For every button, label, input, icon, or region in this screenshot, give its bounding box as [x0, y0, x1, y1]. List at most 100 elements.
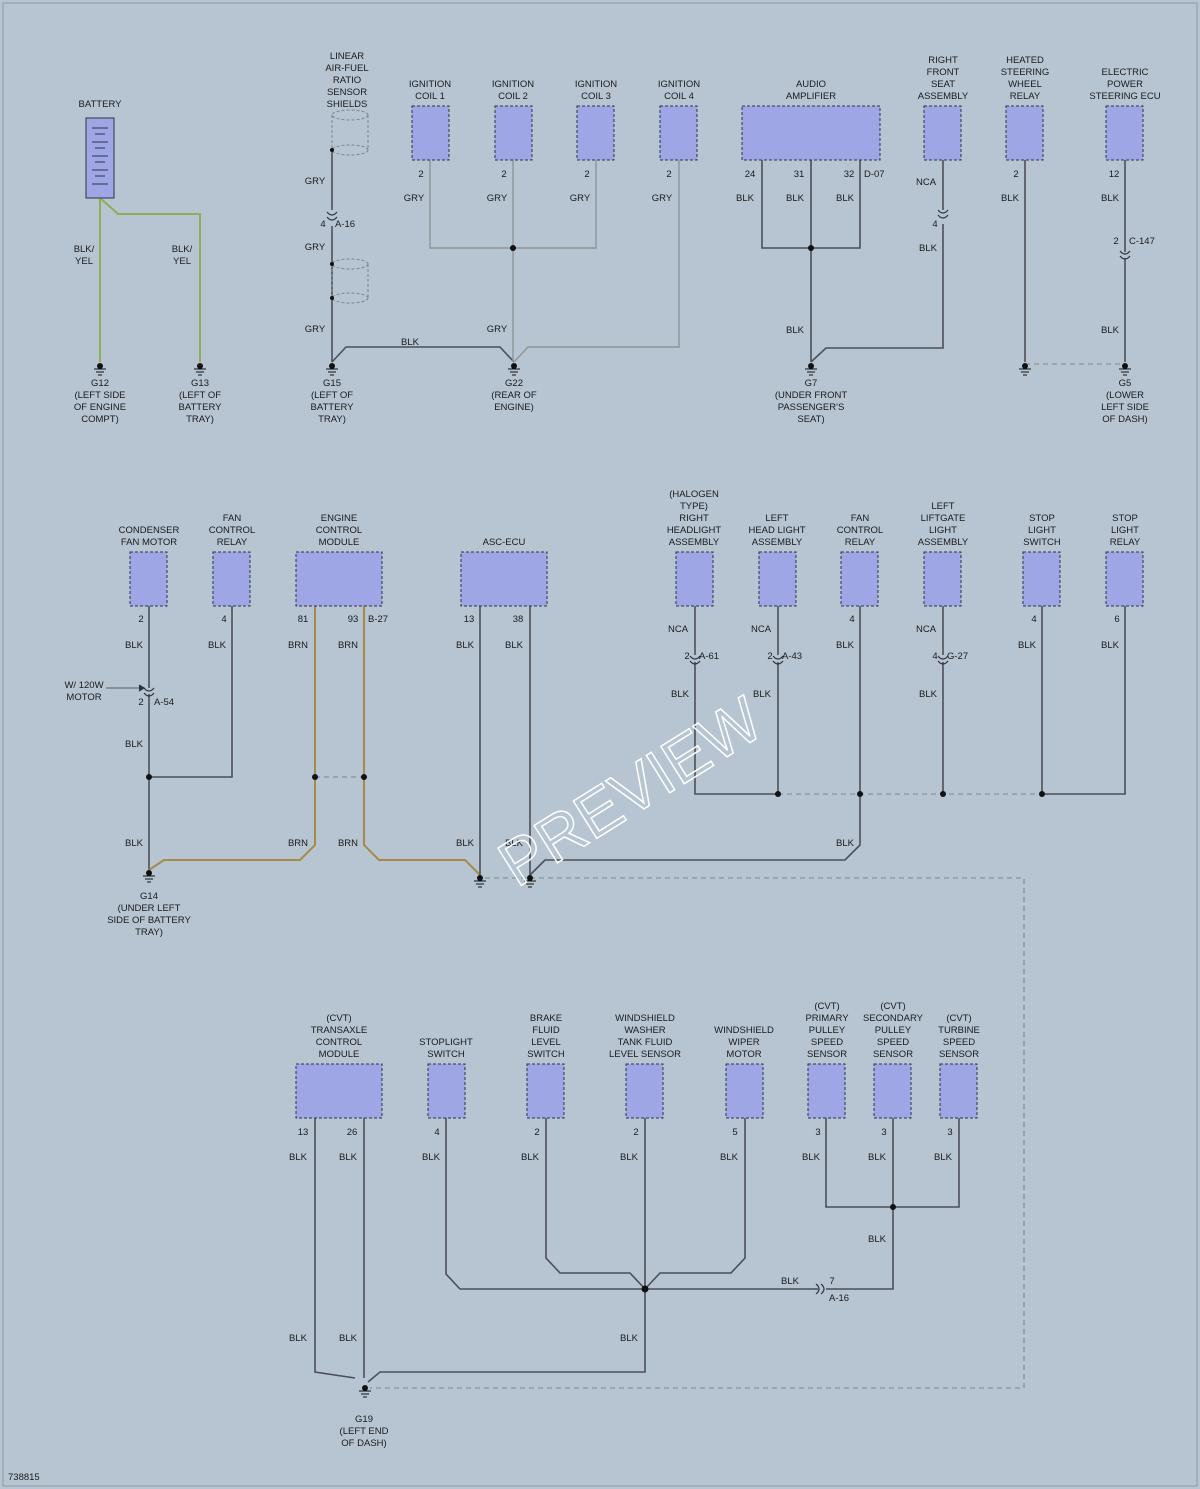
wire-color-r2-10: BLK — [1018, 640, 1037, 651]
turbine-speed-label-line: TURBINE — [938, 1025, 980, 1036]
blk-yel-left-label: BLK/YEL — [74, 244, 95, 267]
battery-symbol — [85, 117, 115, 199]
wire-color-r3-0: BLK — [289, 1152, 308, 1163]
pin-a16-7-label: 7 — [829, 1276, 834, 1287]
connector-g27-label: G-27 — [947, 651, 968, 662]
turbine-speed-label-line: (CVT) — [946, 1013, 971, 1024]
turbine-speed-label-line: SENSOR — [939, 1049, 979, 1060]
wire-color-r2-11: BLK — [1101, 640, 1120, 651]
wire-color-r1-9: BLK — [736, 193, 755, 204]
fan-control-relay-1-label-line: CONTROL — [209, 525, 255, 536]
eps-ecu-label-line: STEERING ECU — [1089, 91, 1160, 102]
battery-label-line: BATTERY — [79, 99, 123, 110]
pin-label-r1-6: 32 — [844, 169, 855, 180]
wire-color-r2-5: BLK — [505, 640, 524, 651]
linear-air-fuel-label-line: LINEAR — [330, 51, 364, 62]
heated-steering-relay-label-line: STEERING — [1001, 67, 1050, 78]
sensor-shield-top — [331, 109, 369, 156]
ground-g5-label-line: G5 — [1119, 378, 1132, 389]
wire-color-r2-14: BLK — [919, 689, 938, 700]
ground-g22-label-line: (REAR OF — [491, 390, 537, 401]
ignition-coil-2-box — [494, 105, 533, 161]
wire-color-r3-11: BLK — [289, 1333, 308, 1344]
transaxle-control-module-label-line: (CVT) — [326, 1013, 351, 1024]
wire-color-r1-13: NCA — [916, 177, 937, 188]
fan-control-relay-2-label-line: RELAY — [845, 537, 876, 548]
pin-label-r1-0: 2 — [418, 169, 423, 180]
stop-light-switch-box — [1022, 551, 1061, 607]
linear-air-fuel-label-line: SHIELDS — [327, 99, 368, 110]
pin-eps-2-label: 2 — [1113, 236, 1118, 247]
condenser-fan-motor-label-line: CONDENSER — [119, 525, 180, 536]
wire-color-r1-12: BLK — [786, 325, 805, 336]
wiper-motor-label-line: WIPER — [728, 1037, 759, 1048]
connector-c147-label: C-147 — [1129, 236, 1155, 247]
heated-steering-relay-label-line: HEATED — [1006, 55, 1044, 66]
ground-g7-label-line: SEAT) — [797, 414, 824, 425]
pin-label-r1-8: 12 — [1109, 169, 1120, 180]
wire-color-r2-18: BRN — [338, 838, 358, 849]
pin-a61-2-label: 2 — [684, 651, 689, 662]
linear-air-fuel-label-line: AIR-FUEL — [325, 63, 368, 74]
ground-g19-label-line: G19 — [355, 1414, 373, 1425]
wire-color-r2-13: BLK — [753, 689, 772, 700]
wire-color-r1-8: BLK — [401, 337, 420, 348]
right-headlight-label-line: RIGHT — [679, 513, 709, 524]
wiper-motor-label-line: MOTOR — [726, 1049, 761, 1060]
wire-color-r3-7: BLK — [868, 1152, 887, 1163]
connector-symbols — [106, 209, 1131, 1295]
wire-color-r2-2: BRN — [288, 640, 308, 651]
wiper-motor-label-line: WINDSHIELD — [714, 1025, 774, 1036]
wires-row2 — [148, 606, 1126, 1389]
wire-color-r3-8: BLK — [934, 1152, 953, 1163]
pin-label-r1-3: 2 — [666, 169, 671, 180]
ground-g5-label-line: (LOWER — [1106, 390, 1144, 401]
heated-steering-relay-box — [1005, 105, 1044, 161]
right-headlight-label-line: ASSEMBLY — [669, 537, 720, 548]
w120-motor-note-line: MOTOR — [66, 692, 101, 703]
ignition-coil-3-label-line: IGNITION — [575, 79, 617, 90]
right-front-seat-label-line: ASSEMBLY — [918, 91, 969, 102]
washer-tank-sensor-label-line: LEVEL SENSOR — [609, 1049, 681, 1060]
wiper-motor-box — [725, 1063, 764, 1119]
asc-ecu-label: ASC-ECU — [483, 537, 526, 548]
primary-pulley-label-line: SPEED — [811, 1037, 843, 1048]
right-headlight-label-line: (HALOGEN — [669, 489, 719, 500]
left-liftgate-label-line: LEFT — [931, 501, 954, 512]
blk-yel-left-label-line: YEL — [75, 256, 93, 267]
ground-g22-label-line: ENGINE) — [494, 402, 534, 413]
wire-color-r2-4: BLK — [456, 640, 475, 651]
stop-light-switch-label-line: STOP — [1029, 513, 1055, 524]
right-headlight-label-line: HEADLIGHT — [667, 525, 722, 536]
ground-g-hsw-symbol — [1019, 363, 1031, 376]
engine-control-module-label-line: MODULE — [319, 537, 360, 548]
wire-color-r3-9: BLK — [868, 1234, 887, 1245]
wire-color-r2-9: NCA — [916, 624, 937, 635]
wire-color-r1-10: BLK — [786, 193, 805, 204]
wire-color-r1-4: GRY — [487, 193, 508, 204]
ground-g7-label-line: G7 — [805, 378, 818, 389]
wire-color-r2-6: NCA — [668, 624, 689, 635]
right-front-seat-label-line: FRONT — [927, 67, 960, 78]
pin-label-r3-6: 3 — [815, 1127, 820, 1138]
wire-color-r2-7: NCA — [751, 624, 772, 635]
pin-label-r3-4: 2 — [633, 1127, 638, 1138]
pin-a16-4-label: 4 — [320, 219, 325, 230]
wire-color-r2-16: BLK — [125, 838, 144, 849]
ignition-coil-1-label-line: COIL 1 — [415, 91, 445, 102]
ignition-coil-4-label-line: COIL 4 — [664, 91, 694, 102]
ground-g19-symbol — [359, 1385, 371, 1398]
fan-control-relay-2-label-line: FAN — [851, 513, 870, 524]
pin-label-r2-1: 4 — [221, 614, 226, 625]
pin-label-r1-1: 2 — [501, 169, 506, 180]
